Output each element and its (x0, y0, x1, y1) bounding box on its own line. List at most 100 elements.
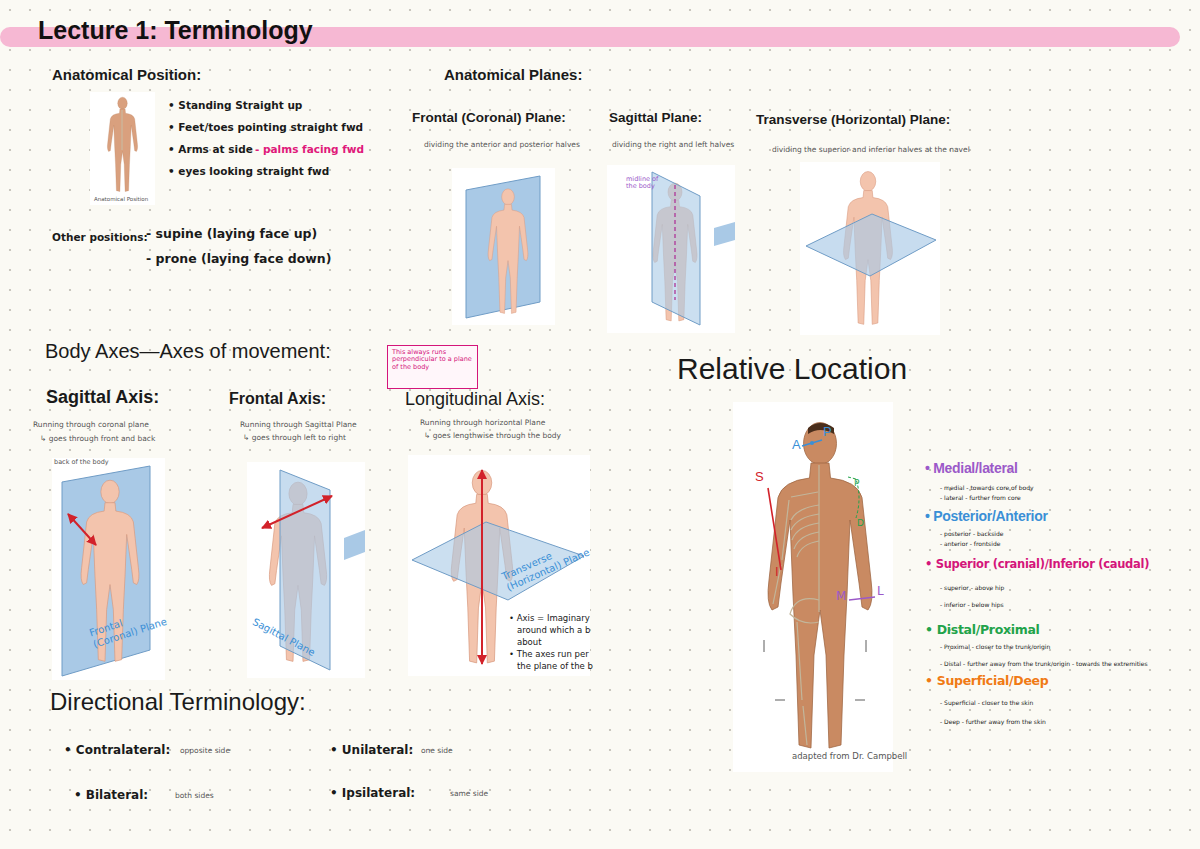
description-text: dividing the superior and inferior halve… (772, 146, 970, 155)
bullet-text: - prone (laying face down) (146, 252, 331, 266)
sagittal-axis-illustration (52, 458, 165, 680)
relative-location-figure (794, 532, 819, 549)
figure-label: Frontal (Coronal) Plane (88, 603, 171, 650)
relative-location-figure (866, 640, 867, 652)
relative-location-figure (790, 599, 819, 623)
relative-location-figure (782, 500, 789, 560)
relative-location-figure (775, 700, 785, 701)
figure-note: • Axis = Imaginary (509, 614, 590, 624)
bullet-text: • eyes looking straight fwd (168, 165, 329, 177)
direction-letter: L (877, 585, 884, 599)
figure-label: Sagittal Plane (251, 616, 317, 659)
description-text: ↳ goes lengthwise through the body (424, 432, 561, 441)
description-text: Running through coronal plane (33, 421, 149, 430)
sagittal-plane-illustration (607, 165, 735, 333)
sagittal-axis-illustration (68, 514, 96, 545)
figure-note: • The axes run per (509, 650, 589, 660)
term-heading: • Posterior/Anterior (925, 508, 1048, 524)
frontal-plane-illustration (452, 168, 555, 325)
axis-heading: Longitudinal Axis: (405, 389, 545, 410)
relative-location-figure (797, 541, 819, 557)
relative-location-figure (733, 402, 893, 772)
figure-caption: Anatomical Position (94, 196, 148, 202)
relative-location-figure (768, 423, 872, 749)
relative-location-figure (733, 402, 893, 772)
term-heading: • Distal/Proximal (925, 623, 1040, 637)
relative-location-figure (818, 465, 819, 612)
figure-label: back of the body (54, 459, 109, 466)
term-definition: one side (421, 747, 453, 756)
term-definition: - posterior - backside (940, 531, 1004, 538)
relative-location-figure (792, 523, 819, 540)
direction-letter: M (836, 590, 846, 604)
sagittal-plane-illustration (652, 172, 700, 325)
term-definition: - Proximal - closer to the trunk/origin (940, 644, 1050, 651)
description-text: dividing the right and left halves (612, 141, 734, 150)
figure-note: about (517, 638, 542, 648)
anatomical-position-figure (90, 92, 155, 205)
term-definition: both sides (175, 792, 214, 801)
term-heading: • Medial/lateral (925, 460, 1018, 476)
bullet-text: • Standing Straight up (168, 99, 302, 111)
anatomical-position-figure (90, 92, 155, 205)
highlight-text: - palms facing fwd (255, 143, 364, 155)
term-definition: - inferior - below hips (940, 602, 1004, 609)
anatomical-position-figure (107, 97, 137, 191)
section-heading: Relative Location (677, 352, 907, 387)
axis-heading: Frontal Axis: (229, 390, 326, 408)
note-text: This always runs perpendicular to a plan… (392, 349, 473, 371)
direction-letter: I (775, 565, 779, 580)
figure-note: the plane of the b (517, 662, 593, 672)
anatomical-position-figure (107, 97, 122, 191)
relative-location-figure (791, 492, 818, 497)
term-definition: - lateral - further from core (940, 495, 1021, 502)
relative-location-figure (773, 465, 819, 745)
transverse-plane-illustration (800, 162, 940, 335)
frontal-plane-illustration (488, 189, 528, 314)
relative-location-figure (855, 700, 865, 701)
term-heading: • Ipsilateral: (330, 787, 415, 801)
term-heading: • Superior (cranial)/Inferior (caudal) (925, 558, 1149, 571)
term-definition: - anterior - frontside (940, 541, 1000, 548)
term-definition: - Distal - further away from the trunk/o… (940, 661, 1148, 668)
relative-location-figure (773, 565, 781, 604)
bullet-text: • Feet/toes pointing straight fwd (168, 121, 363, 133)
frontal-axis-illustration (247, 462, 365, 678)
relative-location-figure (768, 488, 781, 570)
longitudinal-axis-illustration (481, 470, 483, 664)
term-heading: • Bilateral: (74, 789, 148, 803)
section-heading: Anatomical Position: (52, 66, 201, 83)
note-box: This always runs perpendicular to a plan… (387, 345, 478, 389)
relative-location-figure (803, 706, 807, 745)
term-definition: same side (450, 790, 488, 799)
plane-heading: Sagittal Plane: (609, 110, 702, 126)
section-heading: Anatomical Planes: (444, 66, 582, 83)
frontal-axis-illustration (262, 496, 332, 528)
sagittal-plane-illustration (674, 185, 675, 300)
term-heading: • Unilateral: (330, 744, 413, 758)
description-text: ↳ goes through left to right (243, 434, 346, 443)
description-text: ↳ goes through front and back (40, 435, 155, 444)
relative-location-figure (797, 622, 802, 700)
description-text: Running through Sagittal Plane (240, 421, 357, 430)
plane-heading: Transverse (Horizontal) Plane: (756, 112, 950, 128)
direction-letter: D (857, 518, 864, 528)
term-heading: • Contralateral: (64, 744, 170, 758)
relative-location-figure (764, 640, 866, 700)
transverse-plane-illustration (806, 214, 936, 276)
relative-location-figure (802, 440, 822, 446)
figure-label: Transverse (Horizontal) Plane (500, 535, 592, 593)
relative-location-figure (848, 477, 859, 518)
relative-location-figure (768, 423, 820, 749)
term-definition: opposite side (180, 747, 230, 756)
bullet-text: • Arms at side (168, 143, 253, 155)
direction-letter: P (823, 425, 832, 440)
term-definition: - Superficial - closer to the skin (940, 700, 1033, 707)
frontal-axis-illustration (344, 530, 365, 560)
sagittal-plane-illustration (607, 165, 735, 333)
frontal-plane-illustration (466, 176, 540, 318)
description-text: dividing the anterior and posterior halv… (424, 141, 580, 150)
